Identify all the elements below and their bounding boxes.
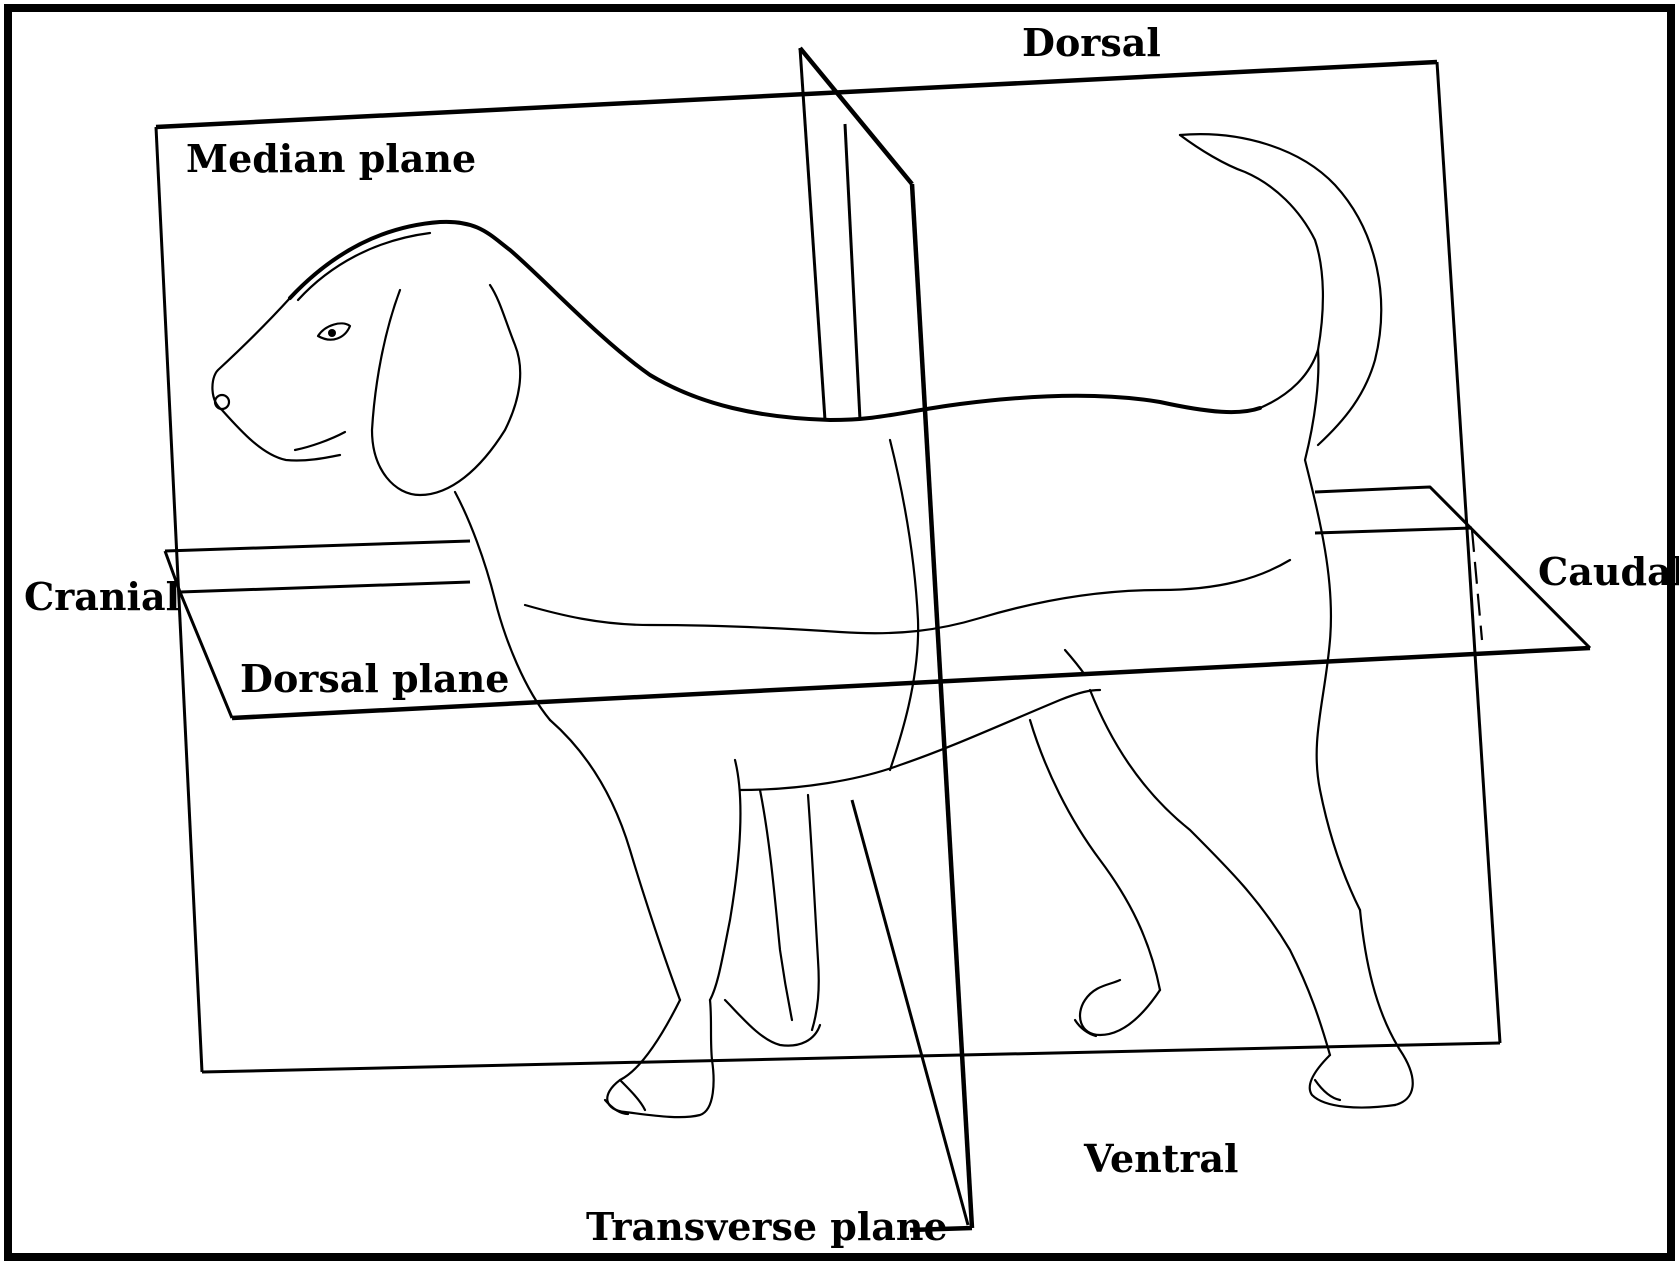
label-caudal: Caudal [1538,549,1679,594]
label-ventral: Ventral [1083,1136,1238,1181]
label-median-plane: Median plane [186,136,476,181]
label-cranial: Cranial [24,574,180,619]
label-dorsal: Dorsal [1022,20,1161,65]
label-transverse-plane: Transverse plane [586,1204,948,1249]
label-dorsal-plane: Dorsal plane [240,656,509,701]
dog-illustration [212,134,1412,1117]
transverse-plane [800,48,972,1230]
